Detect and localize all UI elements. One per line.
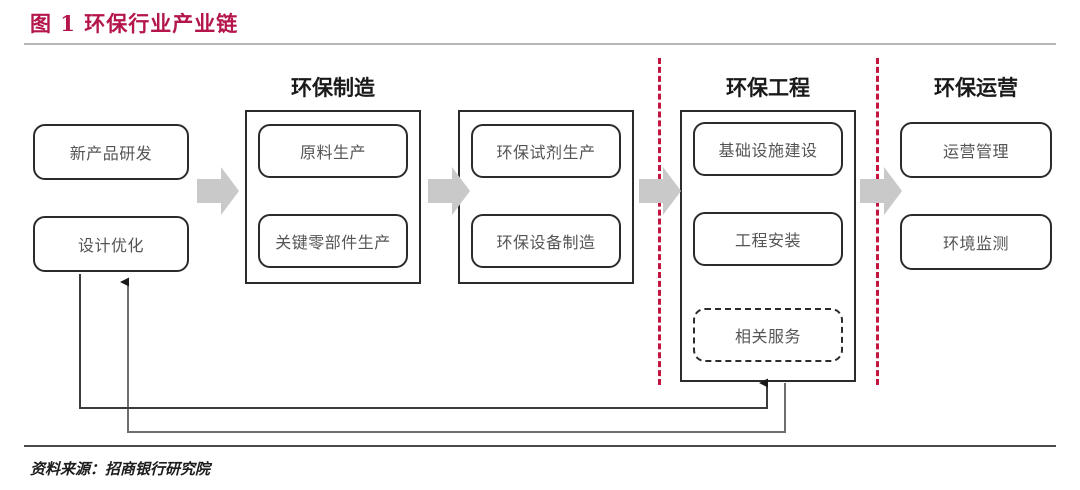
- flow-arrow-4: [860, 165, 902, 222]
- node-environmental-monitoring[interactable]: 环境监测: [900, 214, 1052, 270]
- node-raw-material-production[interactable]: 原料生产: [258, 124, 408, 178]
- section-heading-engineering: 环保工程: [726, 76, 810, 100]
- stage-divider-left: [658, 58, 661, 385]
- figure-title: 图 1 环保行业产业链: [30, 11, 239, 36]
- title-divider: [24, 43, 1056, 45]
- flow-arrow-3: [639, 165, 681, 222]
- node-key-component-production[interactable]: 关键零部件生产: [258, 214, 408, 268]
- node-engineering-installation[interactable]: 工程安装: [693, 212, 843, 266]
- footer-divider: [24, 445, 1056, 447]
- feedback-wire-design-to-engineering: [79, 274, 768, 409]
- node-related-services[interactable]: 相关服务: [693, 308, 843, 362]
- node-eco-reagent-production[interactable]: 环保试剂生产: [471, 124, 621, 178]
- flow-arrow-1: [197, 165, 239, 222]
- section-heading-operations: 环保运营: [934, 76, 1018, 100]
- node-infrastructure-construction[interactable]: 基础设施建设: [693, 122, 843, 176]
- node-new-product-rd[interactable]: 新产品研发: [33, 124, 189, 180]
- section-heading-manufacturing: 环保制造: [291, 76, 375, 100]
- node-operation-management[interactable]: 运营管理: [900, 122, 1052, 178]
- flow-arrow-2: [428, 165, 470, 222]
- node-eco-equipment-manufacturing[interactable]: 环保设备制造: [471, 214, 621, 268]
- source-note: 资料来源：招商银行研究院: [30, 460, 211, 478]
- stage-divider-right: [876, 58, 879, 385]
- node-design-optimization[interactable]: 设计优化: [33, 216, 189, 272]
